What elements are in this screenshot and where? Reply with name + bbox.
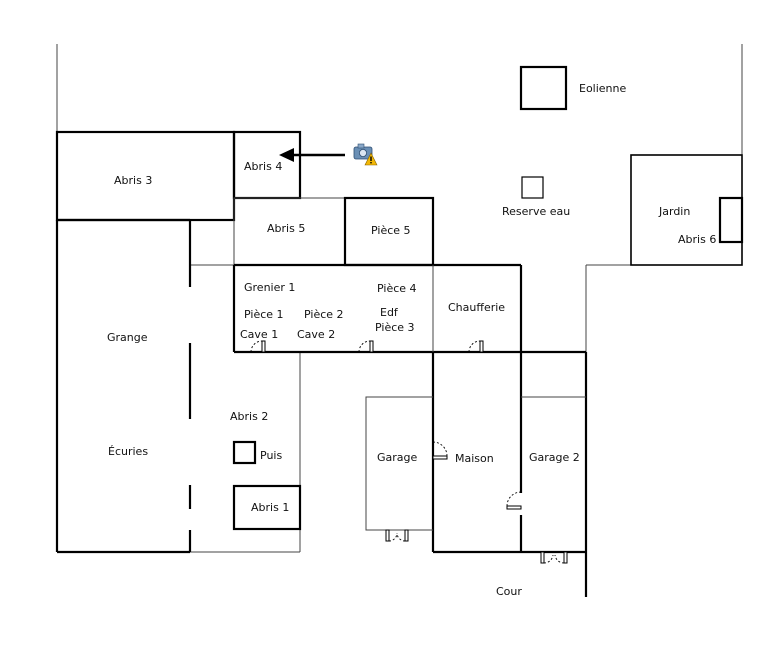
label-chaufferie: Chaufferie bbox=[448, 301, 505, 314]
doors bbox=[250, 340, 568, 564]
label-ecuries: Écuries bbox=[108, 445, 148, 458]
label-abris4: Abris 4 bbox=[244, 160, 282, 173]
abris1-room bbox=[232, 484, 302, 531]
arrow-left-icon bbox=[279, 148, 345, 162]
abris6-room bbox=[718, 196, 744, 244]
property-boundary bbox=[56, 44, 743, 553]
label-garage2: Garage 2 bbox=[529, 451, 580, 464]
label-piece2: Pièce 2 bbox=[304, 308, 344, 321]
label-jardin: Jardin bbox=[658, 205, 690, 218]
label-eolienne: Eolienne bbox=[579, 82, 627, 95]
puis-box bbox=[232, 440, 257, 465]
label-abris1: Abris 1 bbox=[251, 501, 289, 514]
label-piece5: Pièce 5 bbox=[371, 224, 411, 237]
label-maison: Maison bbox=[455, 452, 494, 465]
label-grenier1: Grenier 1 bbox=[244, 281, 295, 294]
grange-building bbox=[55, 218, 192, 554]
label-puis: Puis bbox=[260, 449, 282, 462]
label-piece1: Pièce 1 bbox=[244, 308, 284, 321]
label-cave1: Cave 1 bbox=[240, 328, 278, 341]
label-grange: Grange bbox=[107, 331, 148, 344]
eolienne-box bbox=[519, 65, 568, 111]
label-reserve-eau: Reserve eau bbox=[502, 205, 570, 218]
reserve-eau-box bbox=[521, 176, 544, 199]
label-abris6: Abris 6 bbox=[678, 233, 716, 246]
label-abris3: Abris 3 bbox=[114, 174, 152, 187]
camera-warning-icon[interactable] bbox=[353, 143, 378, 166]
label-cave2: Cave 2 bbox=[297, 328, 335, 341]
label-abris2: Abris 2 bbox=[230, 410, 268, 423]
main-block bbox=[232, 263, 586, 354]
label-edf: Edf bbox=[380, 306, 399, 319]
maison-block bbox=[365, 352, 588, 597]
label-cour: Cour bbox=[496, 585, 522, 598]
label-abris5: Abris 5 bbox=[267, 222, 305, 235]
label-piece3: Pièce 3 bbox=[375, 321, 415, 334]
label-piece4: Pièce 4 bbox=[377, 282, 417, 295]
label-garage: Garage bbox=[377, 451, 418, 464]
